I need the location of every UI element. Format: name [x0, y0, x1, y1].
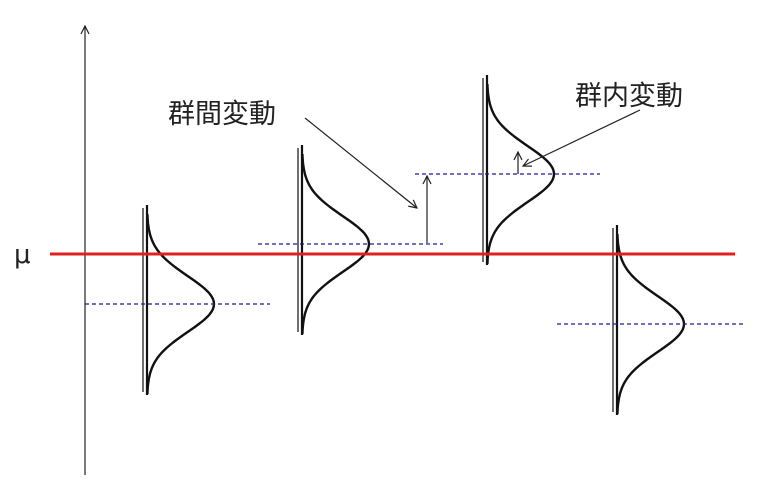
within-group-leader — [523, 109, 641, 166]
mu-label: μ — [14, 240, 31, 270]
normal-curve — [301, 153, 371, 335]
group-3-distribution — [415, 75, 600, 265]
between-group-variation-label: 群間変動 — [168, 99, 276, 130]
normal-curve — [486, 83, 556, 265]
group-2-distribution — [258, 145, 443, 335]
group-1-distribution — [85, 205, 270, 395]
between-group-leader — [304, 117, 417, 208]
group-4-distribution — [557, 225, 745, 415]
within-group-variation-label: 群内変動 — [575, 81, 683, 112]
